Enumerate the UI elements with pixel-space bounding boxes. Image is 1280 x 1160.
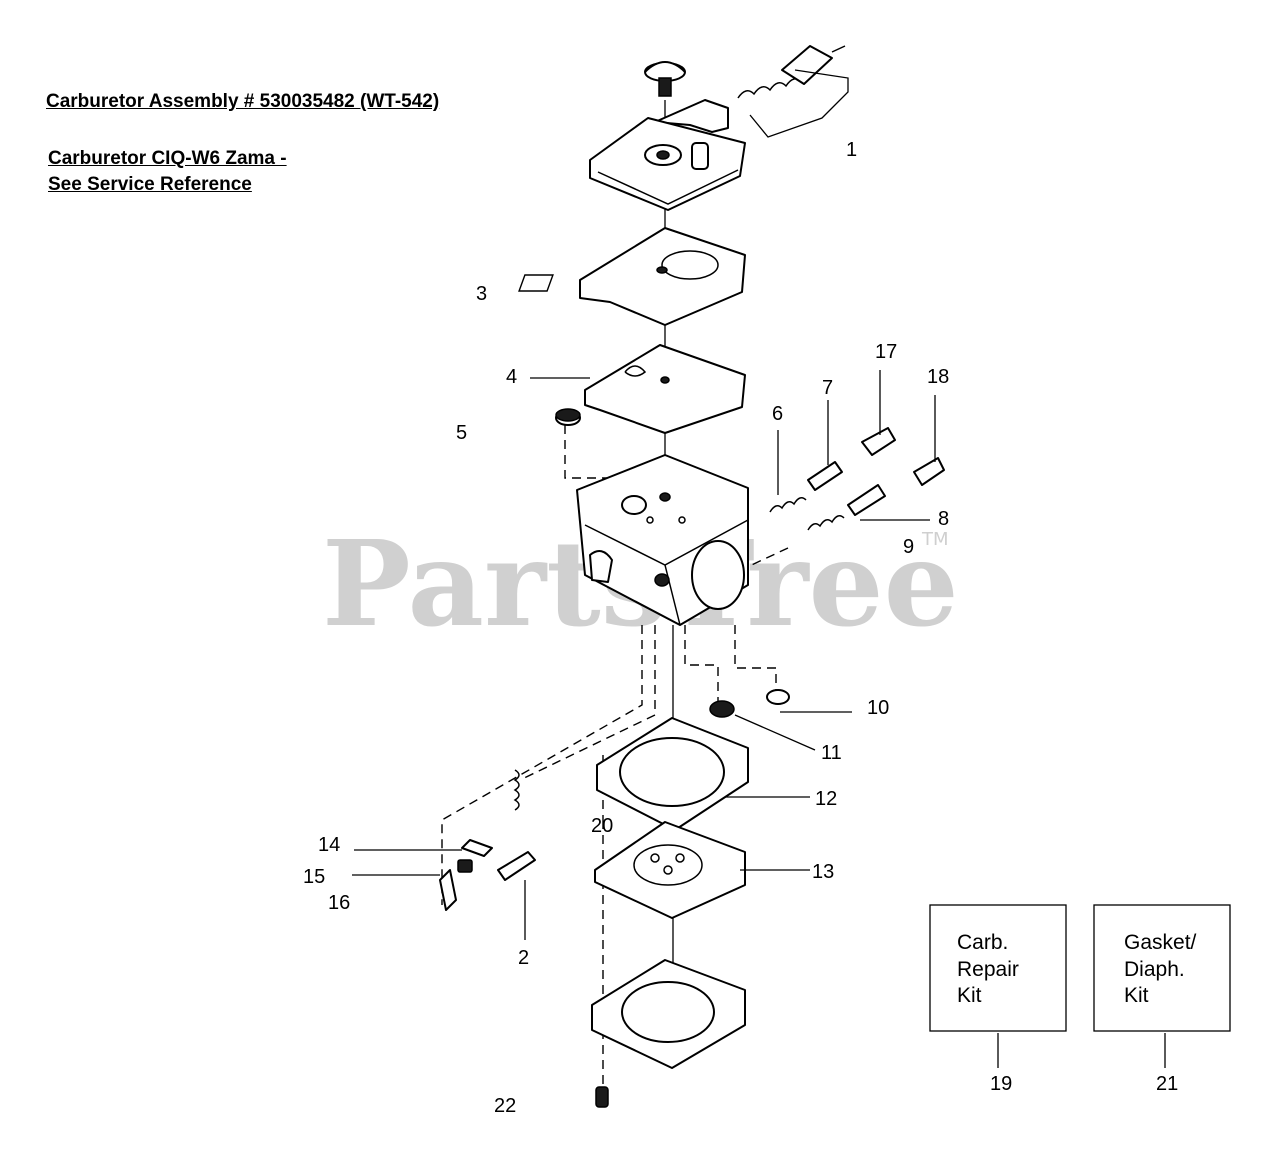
metering-lever-assembly (644, 45, 849, 138)
callout-11: 11 (821, 742, 842, 764)
callout-6: 6 (772, 403, 783, 425)
inlet-needle-lever-group (439, 769, 536, 911)
callout-12: 12 (815, 788, 837, 810)
callout-13: 13 (812, 861, 834, 883)
assembly-title: Carburetor Assembly # 530035482 (WT-542) (46, 91, 440, 112)
callout-8: 8 (938, 508, 949, 530)
adjustment-needles (769, 461, 886, 531)
callout-20: 20 (591, 815, 613, 837)
callout-15: 15 (303, 866, 325, 888)
callout-19: 19 (990, 1073, 1012, 1095)
callout-16: 16 (328, 892, 350, 914)
callout-18: 18 (927, 366, 949, 388)
check-valve (709, 700, 735, 718)
callout-14: 14 (318, 834, 340, 856)
metering-diaphragm (594, 821, 746, 919)
kit-gasket-line2: Diaph. (1124, 958, 1185, 981)
pump-cover (589, 117, 746, 211)
limiter-caps (861, 427, 945, 486)
callout-2: 2 (518, 947, 529, 969)
callout-10: 10 (867, 697, 889, 719)
callout-7: 7 (822, 377, 833, 399)
callout-numbers: 1 2 3 4 5 6 7 8 9 10 11 12 13 14 15 16 1… (303, 139, 1178, 1117)
callout-17: 17 (875, 341, 897, 363)
kit-carb-line3: Kit (957, 984, 982, 1007)
carburetor-model-title: Carburetor CIQ-W6 Zama - (48, 148, 287, 169)
watermark-tm: TM (921, 529, 949, 550)
inlet-screen (766, 689, 790, 705)
callout-1: 1 (846, 139, 857, 161)
metering-cover (591, 959, 746, 1069)
callout-9: 9 (903, 536, 914, 558)
metering-gasket (596, 717, 749, 831)
leader-lines (352, 370, 1166, 1068)
plug-cap (555, 408, 581, 426)
gasket-diaph-kit-box: Gasket/ Diaph. Kit (1093, 904, 1231, 1032)
cover-screw (595, 1086, 609, 1108)
kit-carb-line1: Carb. (957, 931, 1008, 954)
callout-21: 21 (1156, 1073, 1178, 1095)
callout-22: 22 (494, 1095, 516, 1117)
kit-gasket-line1: Gasket/ (1124, 931, 1197, 954)
callout-4: 4 (506, 366, 517, 388)
pump-diaphragm (584, 344, 746, 434)
service-reference-note: See Service Reference (48, 174, 252, 195)
kit-carb-line2: Repair (957, 958, 1019, 981)
pump-gasket (518, 227, 746, 326)
carb-repair-kit-box: Carb. Repair Kit (929, 904, 1067, 1032)
callout-3: 3 (476, 283, 487, 305)
carburetor-body (576, 454, 749, 626)
kit-gasket-line3: Kit (1124, 984, 1149, 1007)
callout-5: 5 (456, 422, 467, 444)
